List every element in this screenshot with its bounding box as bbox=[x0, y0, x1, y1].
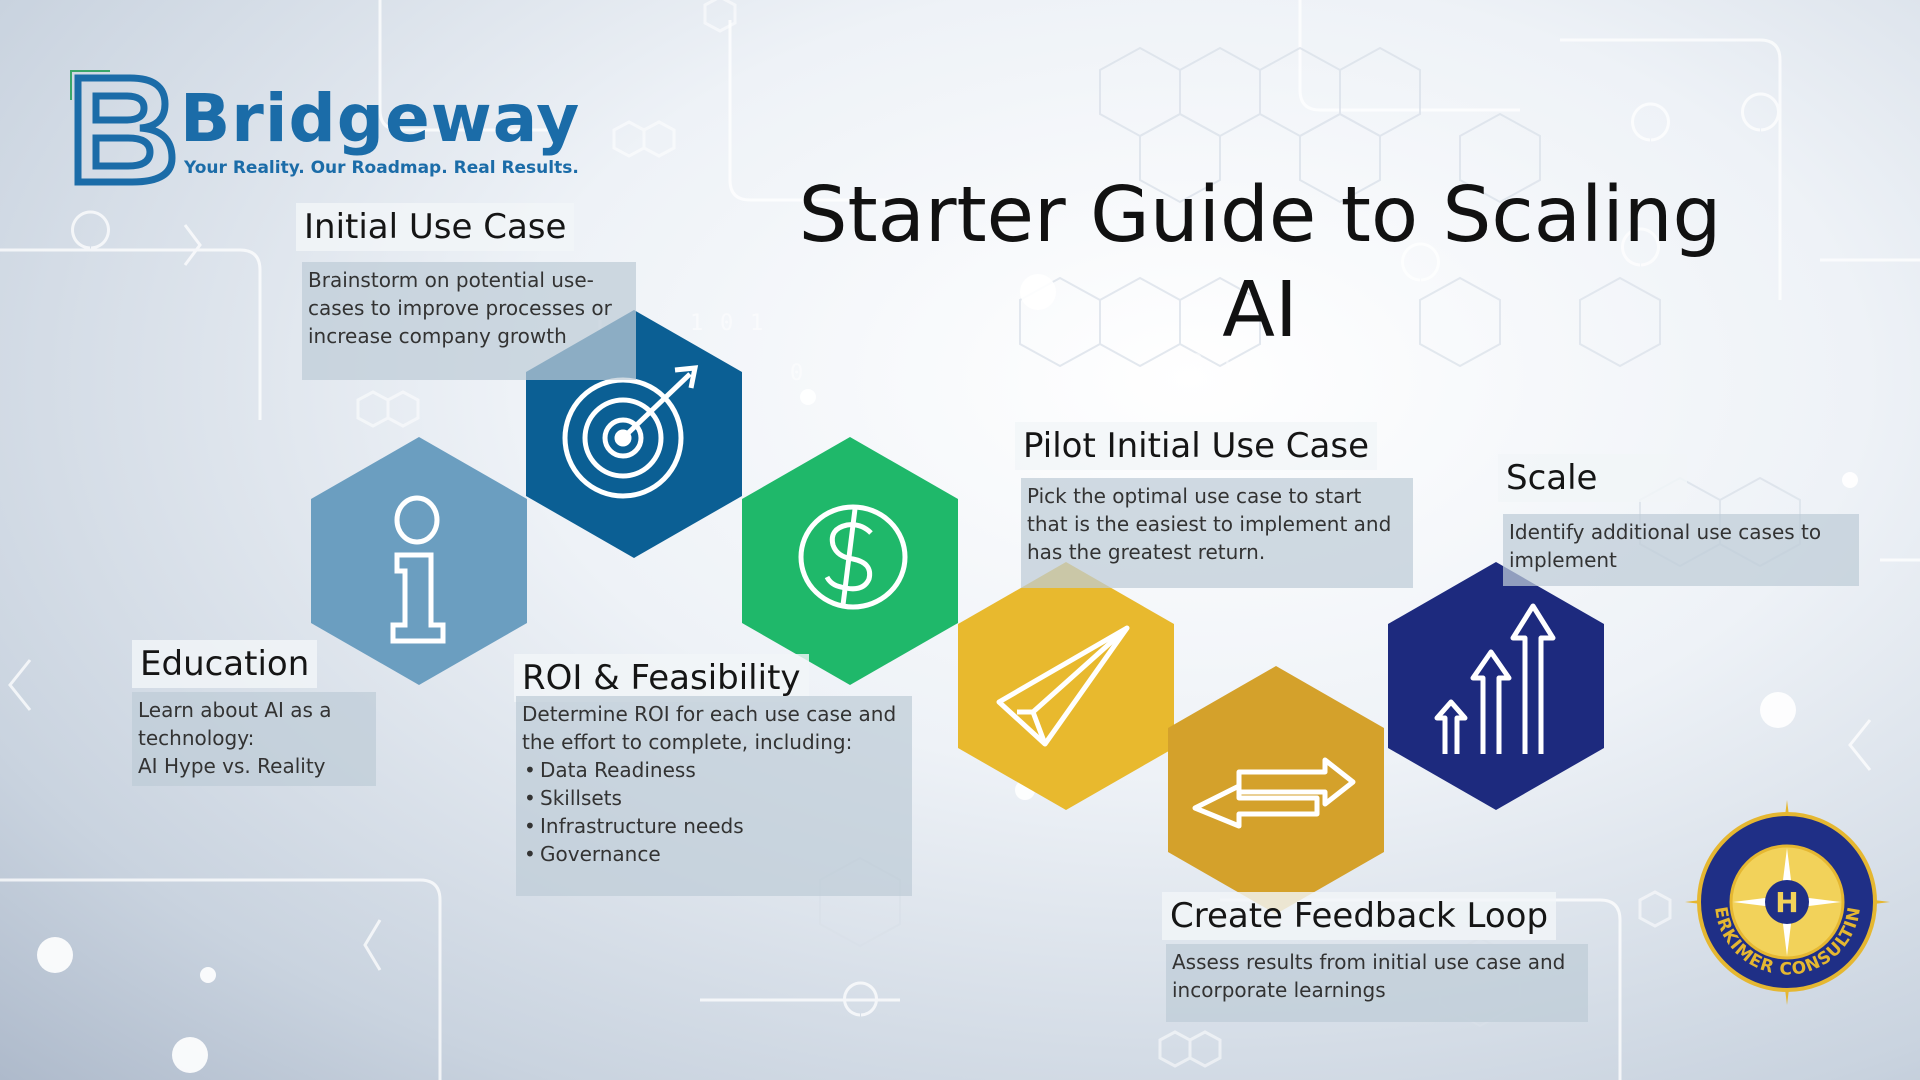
brand-name: Bridgeway bbox=[180, 80, 581, 157]
step-desc-line: AI Hype vs. Reality bbox=[138, 754, 326, 778]
roi-bullet-list: Data Readiness Skillsets Infrastructure … bbox=[522, 756, 906, 868]
step-desc-pilot: Pick the optimal use case to start that … bbox=[1021, 478, 1413, 588]
dollar-coin-icon bbox=[798, 504, 908, 610]
step-desc-line: Determine ROI for each use case and the … bbox=[522, 702, 897, 754]
bullet-item: Governance bbox=[522, 840, 906, 868]
step-desc-education: Learn about AI as a technology: AI Hype … bbox=[132, 692, 376, 786]
brand-tagline: Your Reality. Our Roadmap. Real Results. bbox=[184, 158, 579, 178]
step-desc-roi-feasibility: Determine ROI for each use case and the … bbox=[516, 696, 912, 896]
hex-feedback-loop bbox=[1167, 666, 1385, 914]
exchange-arrows-icon bbox=[1192, 757, 1356, 829]
step-desc-scale: Identify additional use cases to impleme… bbox=[1503, 514, 1859, 586]
bullet-item: Data Readiness bbox=[522, 756, 906, 784]
paper-plane-icon bbox=[996, 625, 1130, 747]
page-title: Starter Guide to Scaling AI bbox=[798, 171, 1722, 355]
hex-scale bbox=[1387, 562, 1605, 810]
step-heading-pilot: Pilot Initial Use Case bbox=[1015, 422, 1378, 470]
step-heading-scale: Scale bbox=[1498, 454, 1688, 502]
svg-text:0: 0 bbox=[790, 361, 803, 386]
bullet-item: Infrastructure needs bbox=[522, 812, 906, 840]
step-desc-line: Identify additional use cases to impleme… bbox=[1509, 520, 1822, 572]
svg-text:1: 1 bbox=[690, 311, 703, 336]
hex-roi-feasibility bbox=[741, 437, 959, 685]
step-heading-roi-feasibility: ROI & Feasibility bbox=[514, 654, 809, 702]
step-desc-initial-use-case: Brainstorm on potential use-cases to imp… bbox=[302, 262, 636, 380]
hex-pilot bbox=[957, 562, 1175, 810]
growth-arrows-icon bbox=[1434, 603, 1556, 754]
bullet-item: Skillsets bbox=[522, 784, 906, 812]
svg-text:1: 1 bbox=[750, 311, 763, 336]
bridgeway-logo bbox=[68, 68, 180, 194]
step-desc-line: Brainstorm on potential use-cases to imp… bbox=[308, 268, 612, 348]
hex-education bbox=[309, 437, 529, 685]
step-heading-education: Education bbox=[132, 640, 318, 688]
step-desc-feedback-loop: Assess results from initial use case and… bbox=[1166, 944, 1588, 1022]
svg-text:0: 0 bbox=[720, 311, 733, 336]
info-icon bbox=[390, 495, 446, 644]
step-desc-line: Learn about AI as a technology: bbox=[138, 698, 332, 750]
seal-monogram: H bbox=[1775, 886, 1798, 919]
svg-text:0: 0 bbox=[1190, 351, 1203, 376]
target-icon bbox=[562, 365, 699, 499]
bridgeway-b-mark-icon bbox=[68, 68, 176, 186]
svg-text:1: 1 bbox=[1220, 351, 1233, 376]
step-desc-line: Assess results from initial use case and… bbox=[1172, 950, 1566, 1002]
step-heading-initial-use-case: Initial Use Case bbox=[296, 203, 575, 251]
step-desc-line: Pick the optimal use case to start that … bbox=[1027, 484, 1392, 564]
step-heading-feedback-loop: Create Feedback Loop bbox=[1162, 892, 1557, 940]
